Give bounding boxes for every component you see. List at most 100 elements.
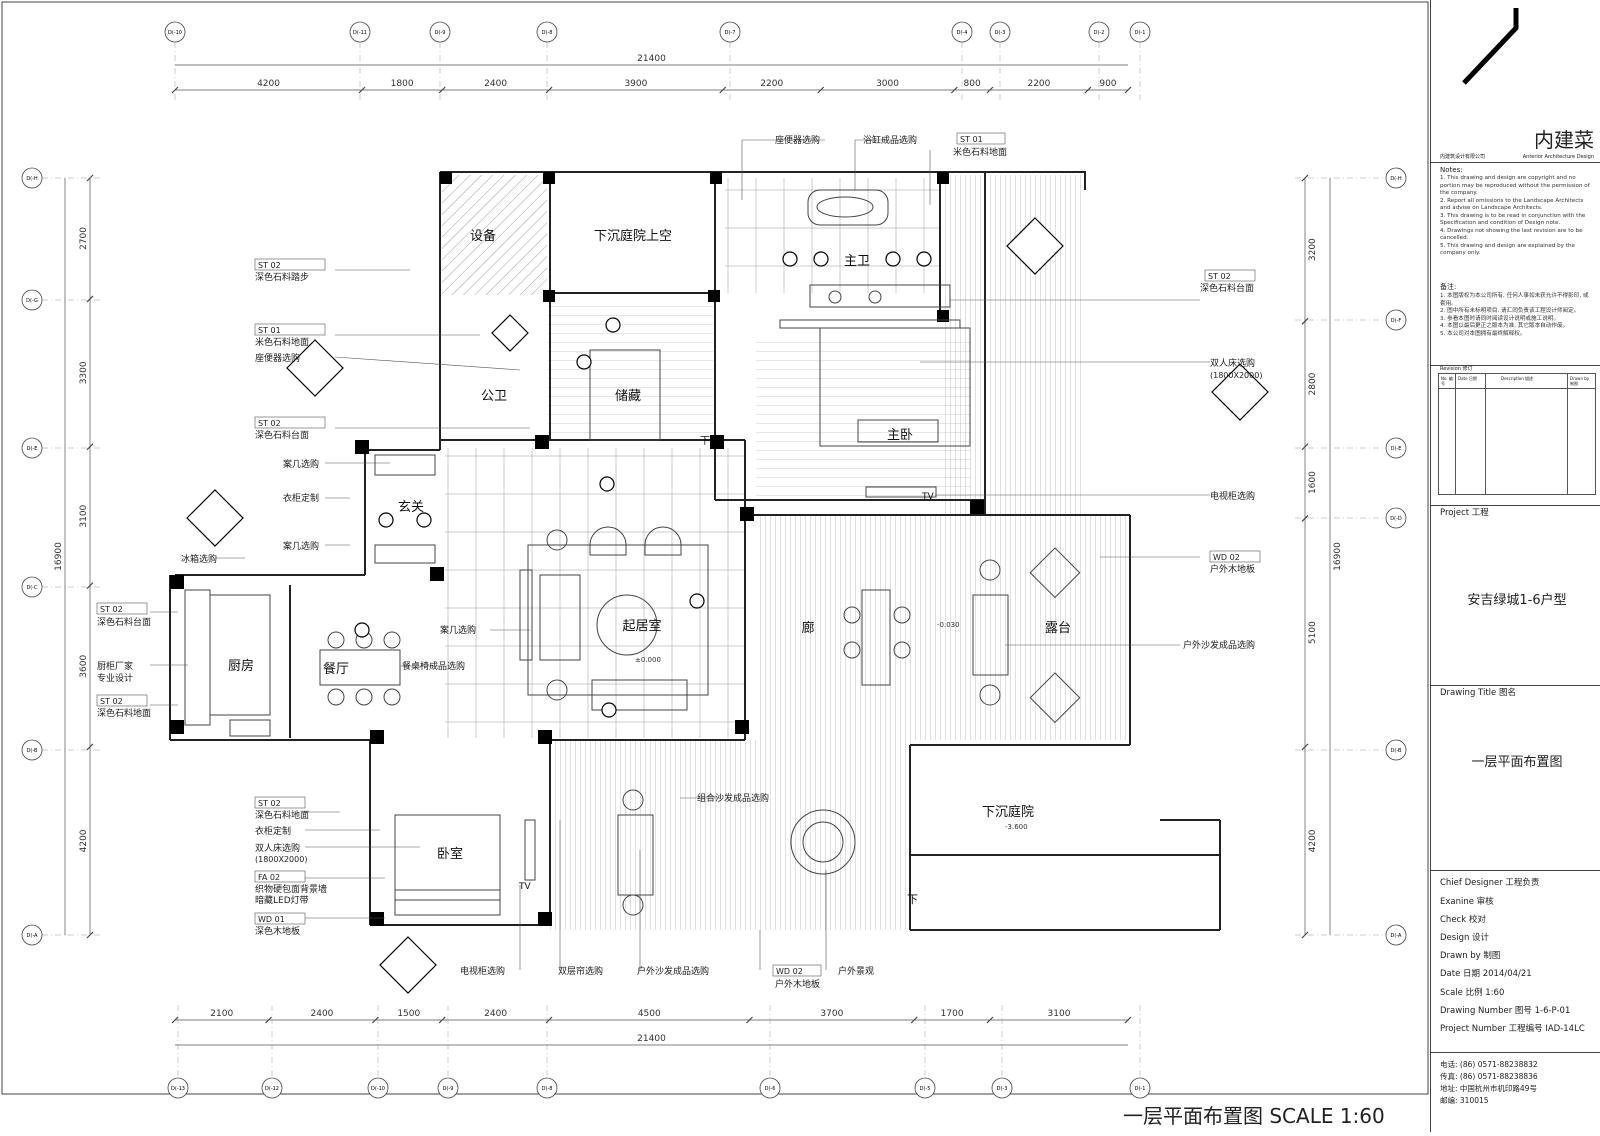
callout-top-st01-code: ST 01 (960, 135, 983, 144)
notes-cn: 1. 本图版权为本公司所有, 任何人事如未获允许不得影印, 或套用。 2. 图中… (1440, 293, 1589, 337)
grid-bubble-circle (164, 21, 186, 43)
dim-bottom-6: 1700 (941, 1009, 964, 1019)
room-equipment: 设备 (470, 228, 496, 244)
revision-table: No. 编号 Date 日期 Description 描述 Drawn by 制… (1438, 373, 1596, 495)
callout-r3-text: 电视柜选购 (1210, 490, 1255, 502)
callout-c10-text1: 厨柜厂家 (97, 660, 133, 672)
dim-right-2: 1600 (1308, 471, 1318, 494)
callout-c8-text: 冰箱选购 (181, 553, 217, 565)
grid-bubble-label: D(-A (27, 933, 38, 939)
grid-top-4: D(-7 (719, 21, 741, 43)
callout-c2-code: ST 01 (258, 326, 281, 335)
grid-bubble-circle (951, 21, 973, 43)
dim-right-3: 5100 (1308, 621, 1318, 644)
grid-bubble-circle (1385, 437, 1407, 459)
dim-left-0: 2700 (79, 227, 89, 250)
callouts-left: ST 02 深色石料踏步 ST 01 米色石料地面 座便器选购 ST 02 深色… (96, 258, 327, 937)
callout-r4-code: WD 02 (1213, 553, 1240, 562)
callout-c15-code: FA 02 (258, 873, 280, 882)
grid-bubble-label: D(-3 (995, 30, 1006, 36)
grid-bubble-circle (536, 21, 558, 43)
callouts-right: ST 02 深色石料台面 双人床选购 (1800X2000) 电视柜选购 WD … (1183, 269, 1262, 651)
dim-tick (438, 1016, 446, 1024)
callouts-bottom: 电视柜选购 双层帘选购 户外沙发成品选购 WD 02 户外木地板 户外景观 (460, 964, 874, 990)
grid-bubble-circle (1385, 739, 1407, 761)
tb-row-chief: Chief Designer 工程负责 (1440, 878, 1540, 888)
grid-bubble-label: D(-B (27, 748, 38, 754)
stair-down-1: 下 (700, 436, 710, 447)
dim-tick (1301, 515, 1309, 522)
callout-c16-code: WD 01 (258, 915, 285, 924)
dim-tick (86, 443, 94, 451)
grid-bubble-circle (1385, 309, 1407, 331)
grid-bubble-circle (21, 437, 43, 459)
room-storage: 储藏 (615, 389, 641, 404)
deck-lower (548, 740, 913, 930)
tb-row-scale: Scale 比例 1:60 (1440, 988, 1505, 998)
equipment-room-hatch (442, 175, 547, 295)
grid-bubble-circle (914, 1077, 936, 1099)
tb-row-drawn: Drawn by 制图 (1440, 951, 1501, 961)
dim-left-4: 4200 (79, 829, 89, 852)
grid-top-3: D(-8 (536, 21, 558, 43)
dim-top-3: 3900 (624, 79, 647, 89)
sheet-title: 一层平面布置图 SCALE 1:60 (1123, 1104, 1385, 1128)
grid-bubble-circle (1129, 1077, 1151, 1099)
grid-bubble-label: D(-10 (168, 30, 182, 36)
dim-right-0: 3200 (1308, 238, 1318, 261)
notes-heading: Notes: (1440, 166, 1463, 174)
callout-c12-text: 深色石料地面 (255, 809, 309, 821)
callout-c7-text: 案几选购 (283, 540, 319, 552)
tb-row-design: Design 设计 (1440, 933, 1490, 943)
dim-left-2: 3100 (79, 504, 89, 527)
title-block: 内建菜 内建筑设计有限公司 Anterior Architecture Desi… (1430, 0, 1600, 1132)
grid-bottom-5: D(-6 (759, 1077, 781, 1099)
grid-left-1: D(-G (21, 289, 43, 311)
grid-bubble-label: D(-3 (997, 1086, 1008, 1092)
logo-text: 内建菜 (1534, 128, 1594, 152)
room-kitchen: 厨房 (228, 658, 254, 674)
dim-tick (719, 86, 727, 94)
dim-top-7: 2200 (1027, 79, 1050, 89)
tv-label-2: TV (518, 882, 531, 892)
grid-bubble-circle (989, 21, 1011, 43)
grid-bubble-circle (1385, 507, 1407, 529)
grid-bubble-label: D(-4 (957, 30, 968, 36)
callout-r5-text: 户外沙发成品选购 (1183, 639, 1255, 651)
callout-c3-text: 座便器选购 (255, 352, 300, 364)
grid-top-2: D(-9 (429, 21, 451, 43)
grid-bubble-circle (1129, 21, 1151, 43)
callouts-top: 座便器选购 浴缸成品选购 ST 01 米色石料地面 (775, 132, 1007, 158)
dim-tick (746, 1016, 753, 1024)
level-marks: ±0.000 -0.030 -3.600 (635, 621, 1028, 831)
room-sunken-void: 下沉庭院上空 (594, 228, 672, 244)
callout-c2-text: 米色石料地面 (255, 336, 309, 348)
dim-total-left: 16900 (54, 542, 64, 571)
grid-bubble-circle (437, 1077, 459, 1099)
dim-tick (265, 1016, 272, 1024)
callout-c9-code: ST 02 (100, 605, 123, 614)
callout-tea-table: 案几选购 (440, 624, 476, 636)
contact-address: 地址: 中国杭州市机印路49号 (1440, 1084, 1537, 1093)
callout-top-toilet: 座便器选购 (775, 134, 820, 146)
grid-bubble-label: D(-1 (1135, 30, 1146, 36)
callout-top-st01-text: 米色石料地面 (953, 146, 1007, 158)
callout-b5: 户外景观 (838, 965, 874, 977)
tb-row-examine: Exanine 审核 (1440, 897, 1494, 907)
dim-tick (371, 1016, 379, 1024)
grid-bubble-label: D(-8 (542, 30, 553, 36)
company-name-cn: 内建筑设计有限公司 (1440, 154, 1486, 160)
grid-right-5: D(-A (1385, 924, 1407, 946)
grid-bubble-circle (349, 21, 371, 43)
grid-bubble-circle (367, 1077, 389, 1099)
dim-top-2: 2400 (484, 79, 507, 89)
dim-bottom-5: 3700 (820, 1009, 843, 1019)
grid-bubble-circle (1385, 924, 1407, 946)
dim-tick (1124, 86, 1132, 94)
rev-col-desc: Description 描述 (1501, 376, 1534, 381)
grid-bottom-3: D(-9 (437, 1077, 459, 1099)
grid-bubble-label: D(-E (1391, 446, 1402, 452)
grid-top-6: D(-3 (989, 21, 1011, 43)
callout-c5-text: 案几选购 (283, 458, 319, 470)
